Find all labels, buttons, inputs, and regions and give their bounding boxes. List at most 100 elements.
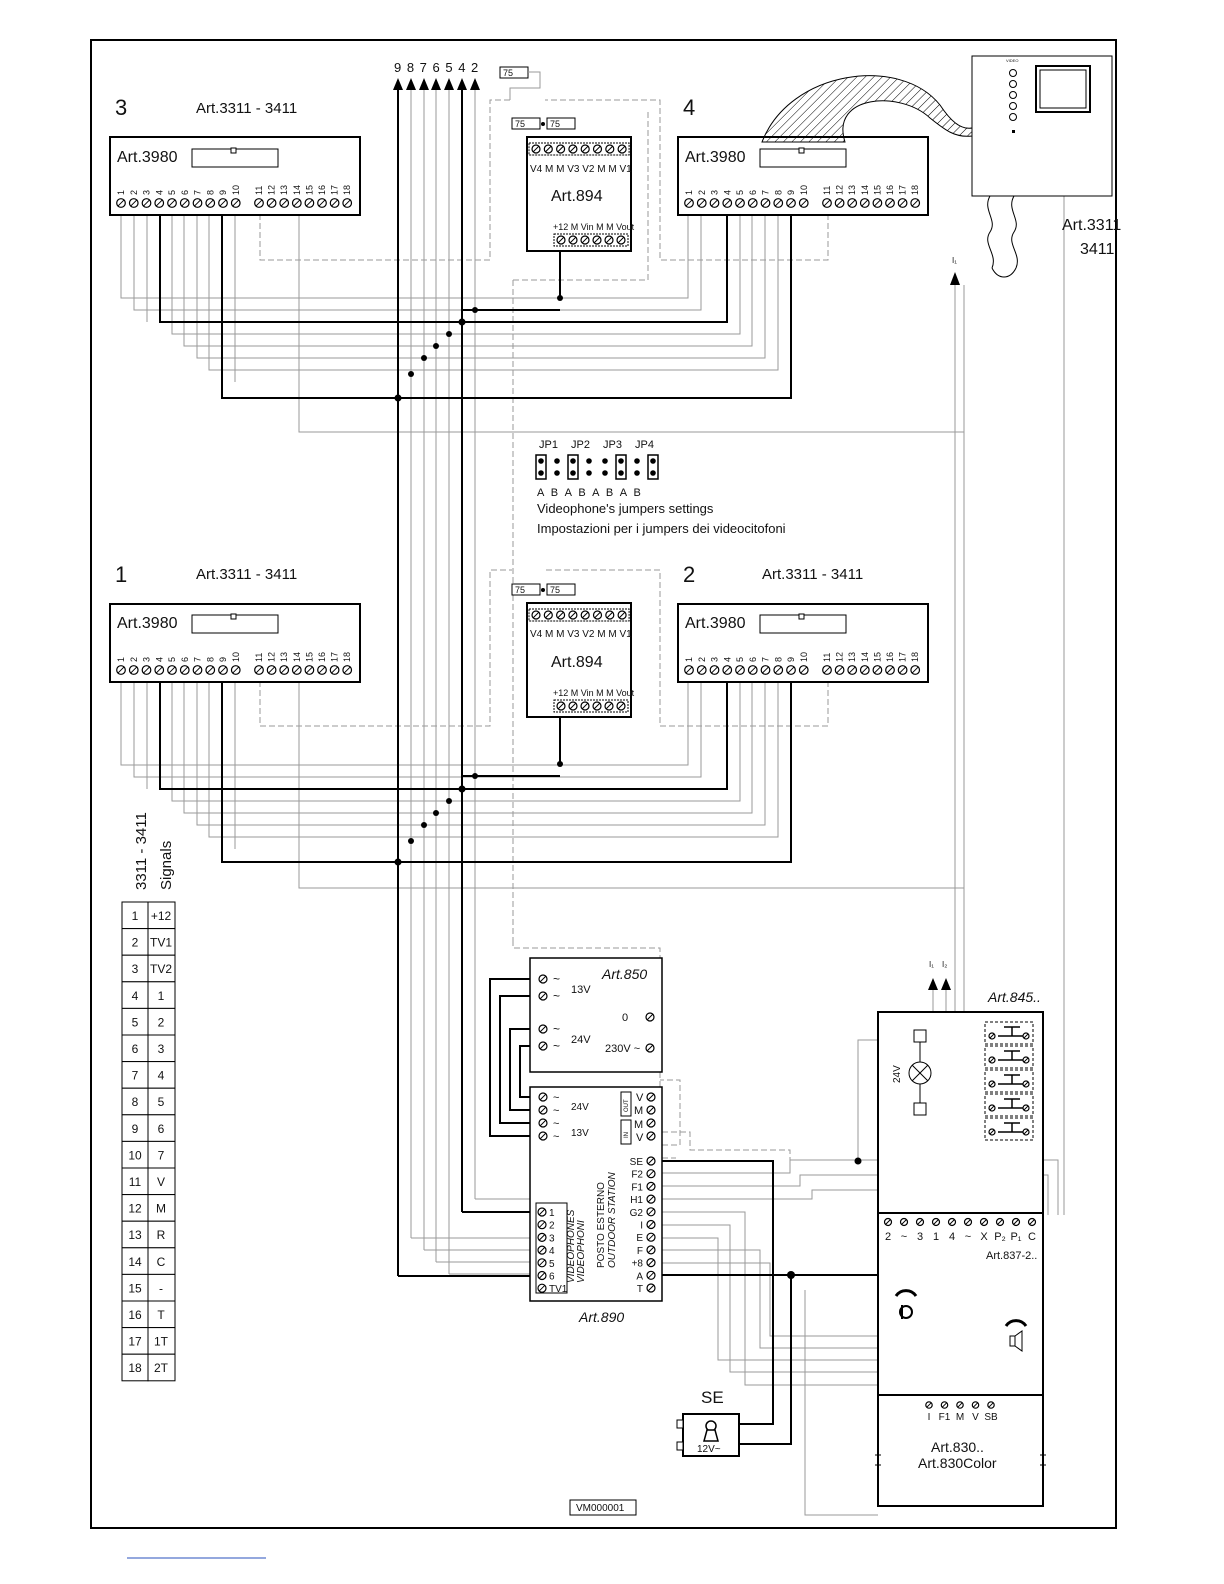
terminal-number: 15 — [304, 185, 314, 195]
signal-number: 17 — [128, 1335, 142, 1349]
svg-text:Art.830Color: Art.830Color — [918, 1455, 997, 1471]
terminal-number: 6 — [180, 190, 190, 195]
terminal-label: F1 — [939, 1412, 951, 1423]
svg-text:JP2: JP2 — [571, 439, 590, 451]
svg-text:I₂: I₂ — [942, 960, 947, 969]
tag-arrows: I₁ I₂ — [928, 960, 951, 990]
signal-number: 13 — [128, 1228, 142, 1242]
terminal-number: 9 — [786, 657, 796, 662]
terminal-number: 4 — [722, 190, 732, 195]
svg-text:24V: 24V — [571, 1102, 589, 1113]
terminal-number: 15 — [872, 652, 882, 662]
terminal-number: 4 — [722, 657, 732, 662]
terminal-number: 2 — [129, 190, 139, 195]
bus-numbers: 9 8 7 6 5 4 2 — [394, 60, 479, 75]
signal-number: 5 — [132, 1015, 139, 1029]
unit-number: 1 — [115, 562, 127, 587]
jumper-cap — [535, 454, 547, 480]
table-cell — [147, 1007, 176, 1036]
signal-name: 5 — [158, 1095, 165, 1109]
terminal-label: 5 — [549, 1259, 555, 1270]
signal-name: 4 — [158, 1069, 165, 1083]
terminal-number: 11 — [822, 653, 832, 662]
svg-text:0: 0 — [622, 1012, 628, 1024]
svg-text:~: ~ — [553, 1118, 559, 1130]
table-cell — [147, 1167, 176, 1196]
terminal-number: 13 — [279, 652, 289, 662]
svg-text:~: ~ — [553, 1105, 559, 1117]
terminal-label: P₂ — [994, 1231, 1006, 1243]
jumper-settings: JP1 JP2 JP3 JP4 A B A B A B A B Videopho… — [535, 439, 786, 536]
svg-text:75: 75 — [550, 585, 560, 595]
terminal-number: 3 — [142, 657, 152, 662]
svg-text:~: ~ — [553, 1022, 560, 1036]
terminal-number: 4 — [154, 190, 164, 195]
terminal-label: 3 — [549, 1233, 555, 1244]
terminal-number: 5 — [735, 657, 745, 662]
distributor-name: Art.894 — [551, 654, 603, 671]
terminal-number: 11 — [822, 186, 832, 195]
unit-title: Art.3311 - 3411 — [196, 100, 297, 117]
svg-text:VIDEOPHONES: VIDEOPHONES — [566, 1209, 577, 1283]
terminal-number: 17 — [898, 652, 908, 662]
resistor-top: 75 — [499, 66, 541, 100]
signal-name: 7 — [158, 1148, 165, 1162]
terminal-number: 13 — [279, 185, 289, 195]
svg-text:V: V — [636, 1132, 644, 1144]
svg-text:3311 - 3411: 3311 - 3411 — [133, 812, 150, 890]
terminal-number: 18 — [910, 652, 920, 662]
svg-text:3411: 3411 — [1080, 241, 1115, 258]
svg-text:75: 75 — [515, 119, 525, 129]
terminal-label: G2 — [630, 1208, 644, 1219]
terminal-number: 7 — [193, 190, 203, 195]
terminal-label: F2 — [631, 1170, 643, 1181]
terminal-number: 6 — [748, 657, 758, 662]
terminal-number: 15 — [304, 652, 314, 662]
terminal-label: E — [636, 1233, 643, 1244]
svg-text:Impostazioni per i jumpers dei: Impostazioni per i jumpers dei videocito… — [537, 521, 786, 536]
terminal-number: 12 — [267, 185, 277, 195]
svg-text:13V: 13V — [571, 984, 591, 996]
signal-number: 7 — [132, 1069, 139, 1083]
svg-text:JP1: JP1 — [539, 439, 558, 451]
unit-title: Art.3311 - 3411 — [196, 566, 297, 583]
terminal-number: 10 — [231, 652, 241, 662]
signal-number: 1 — [132, 909, 139, 923]
svg-text:Art.850: Art.850 — [601, 966, 647, 982]
terminal-number: 14 — [860, 185, 870, 195]
terminal-label: I — [928, 1412, 931, 1423]
unit-number: 2 — [683, 562, 695, 587]
terminal-number: 16 — [317, 185, 327, 195]
terminal-label: V — [972, 1412, 979, 1423]
signal-name: C — [157, 1255, 166, 1269]
terminal-number: 18 — [342, 652, 352, 662]
svg-text:230V ~: 230V ~ — [605, 1043, 640, 1055]
terminal-label: 6 — [549, 1272, 555, 1283]
svg-text:VM000001: VM000001 — [576, 1503, 625, 1514]
svg-text:24V: 24V — [571, 1034, 591, 1046]
table-cell — [147, 1353, 176, 1382]
signal-name: 1 — [158, 989, 165, 1003]
svg-text:Videophone's jumpers settings: Videophone's jumpers settings — [537, 501, 714, 516]
electric-lock: SE 12V~ — [676, 1388, 740, 1457]
terminal-number: 2 — [129, 657, 139, 662]
svg-text:~: ~ — [553, 972, 560, 986]
signal-name: V — [157, 1175, 165, 1189]
terminal-number: 5 — [167, 190, 177, 195]
push-button — [984, 1117, 1034, 1141]
terminal-number: 15 — [872, 185, 882, 195]
push-button — [984, 1069, 1034, 1093]
terminal-label: +8 — [632, 1259, 644, 1270]
table-cell — [121, 1007, 149, 1036]
terminal-number: 3 — [710, 190, 720, 195]
signal-name: M — [156, 1202, 166, 1216]
terminal-number: 10 — [231, 185, 241, 195]
signal-name: 2 — [158, 1015, 165, 1029]
distributor-name: Art.894 — [551, 188, 603, 205]
table-cell — [147, 954, 176, 983]
terminal-number: 9 — [218, 657, 228, 662]
svg-text:24V: 24V — [892, 1065, 903, 1083]
terminal-number: 5 — [167, 657, 177, 662]
unit-number: 3 — [115, 95, 127, 120]
